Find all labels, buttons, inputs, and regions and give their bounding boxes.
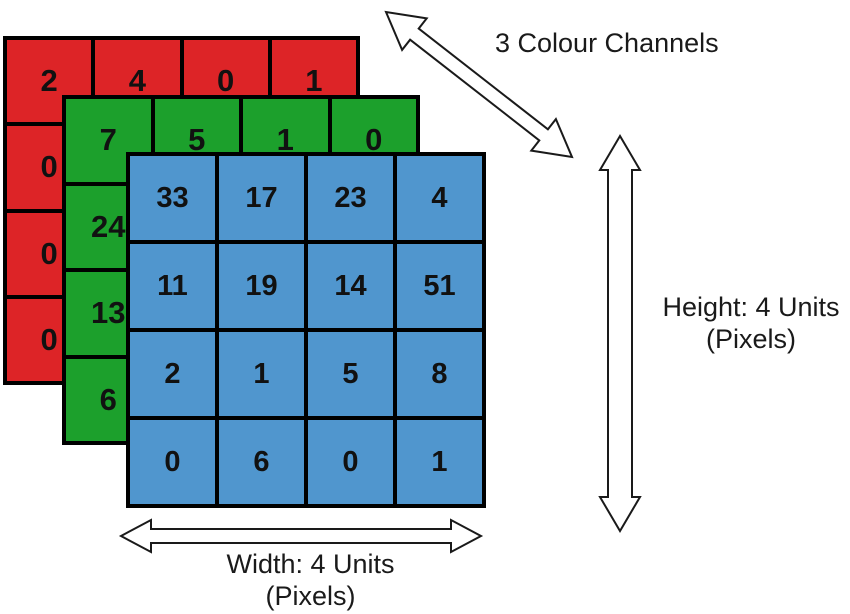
height-arrow [598, 134, 642, 533]
blue-pixel-cell: 8 [397, 332, 482, 416]
height-label: Height: 4 Units (Pixels) [652, 291, 850, 356]
channels-label: 3 Colour Channels [495, 28, 719, 58]
blue-pixel-cell: 0 [308, 420, 393, 504]
width-label: Width: 4 Units (Pixels) [178, 548, 443, 613]
height-label-text: Height: 4 Units [662, 292, 840, 322]
blue-pixel-cell: 14 [308, 244, 393, 328]
blue-pixel-cell: 5 [308, 332, 393, 416]
blue-pixel-cell: 1 [219, 332, 304, 416]
blue-pixel-cell: 4 [397, 156, 482, 240]
blue-pixel-cell: 17 [219, 156, 304, 240]
blue-pixel-cell: 23 [308, 156, 393, 240]
blue-pixel-cell: 11 [130, 244, 215, 328]
blue-pixel-cell: 51 [397, 244, 482, 328]
blue-pixel-cell: 19 [219, 244, 304, 328]
blue-pixel-cell: 6 [219, 420, 304, 504]
width-label-text: Width: 4 Units [226, 549, 395, 579]
blue-pixel-cell: 1 [397, 420, 482, 504]
red-pixel-cell: 2 [7, 40, 92, 123]
blue-pixel-cell: 2 [130, 332, 215, 416]
blue-pixel-cell: 0 [130, 420, 215, 504]
height-units-text: (Pixels) [705, 324, 796, 355]
blue-pixel-cell: 33 [130, 156, 215, 240]
width-units-text: (Pixels) [265, 581, 356, 612]
